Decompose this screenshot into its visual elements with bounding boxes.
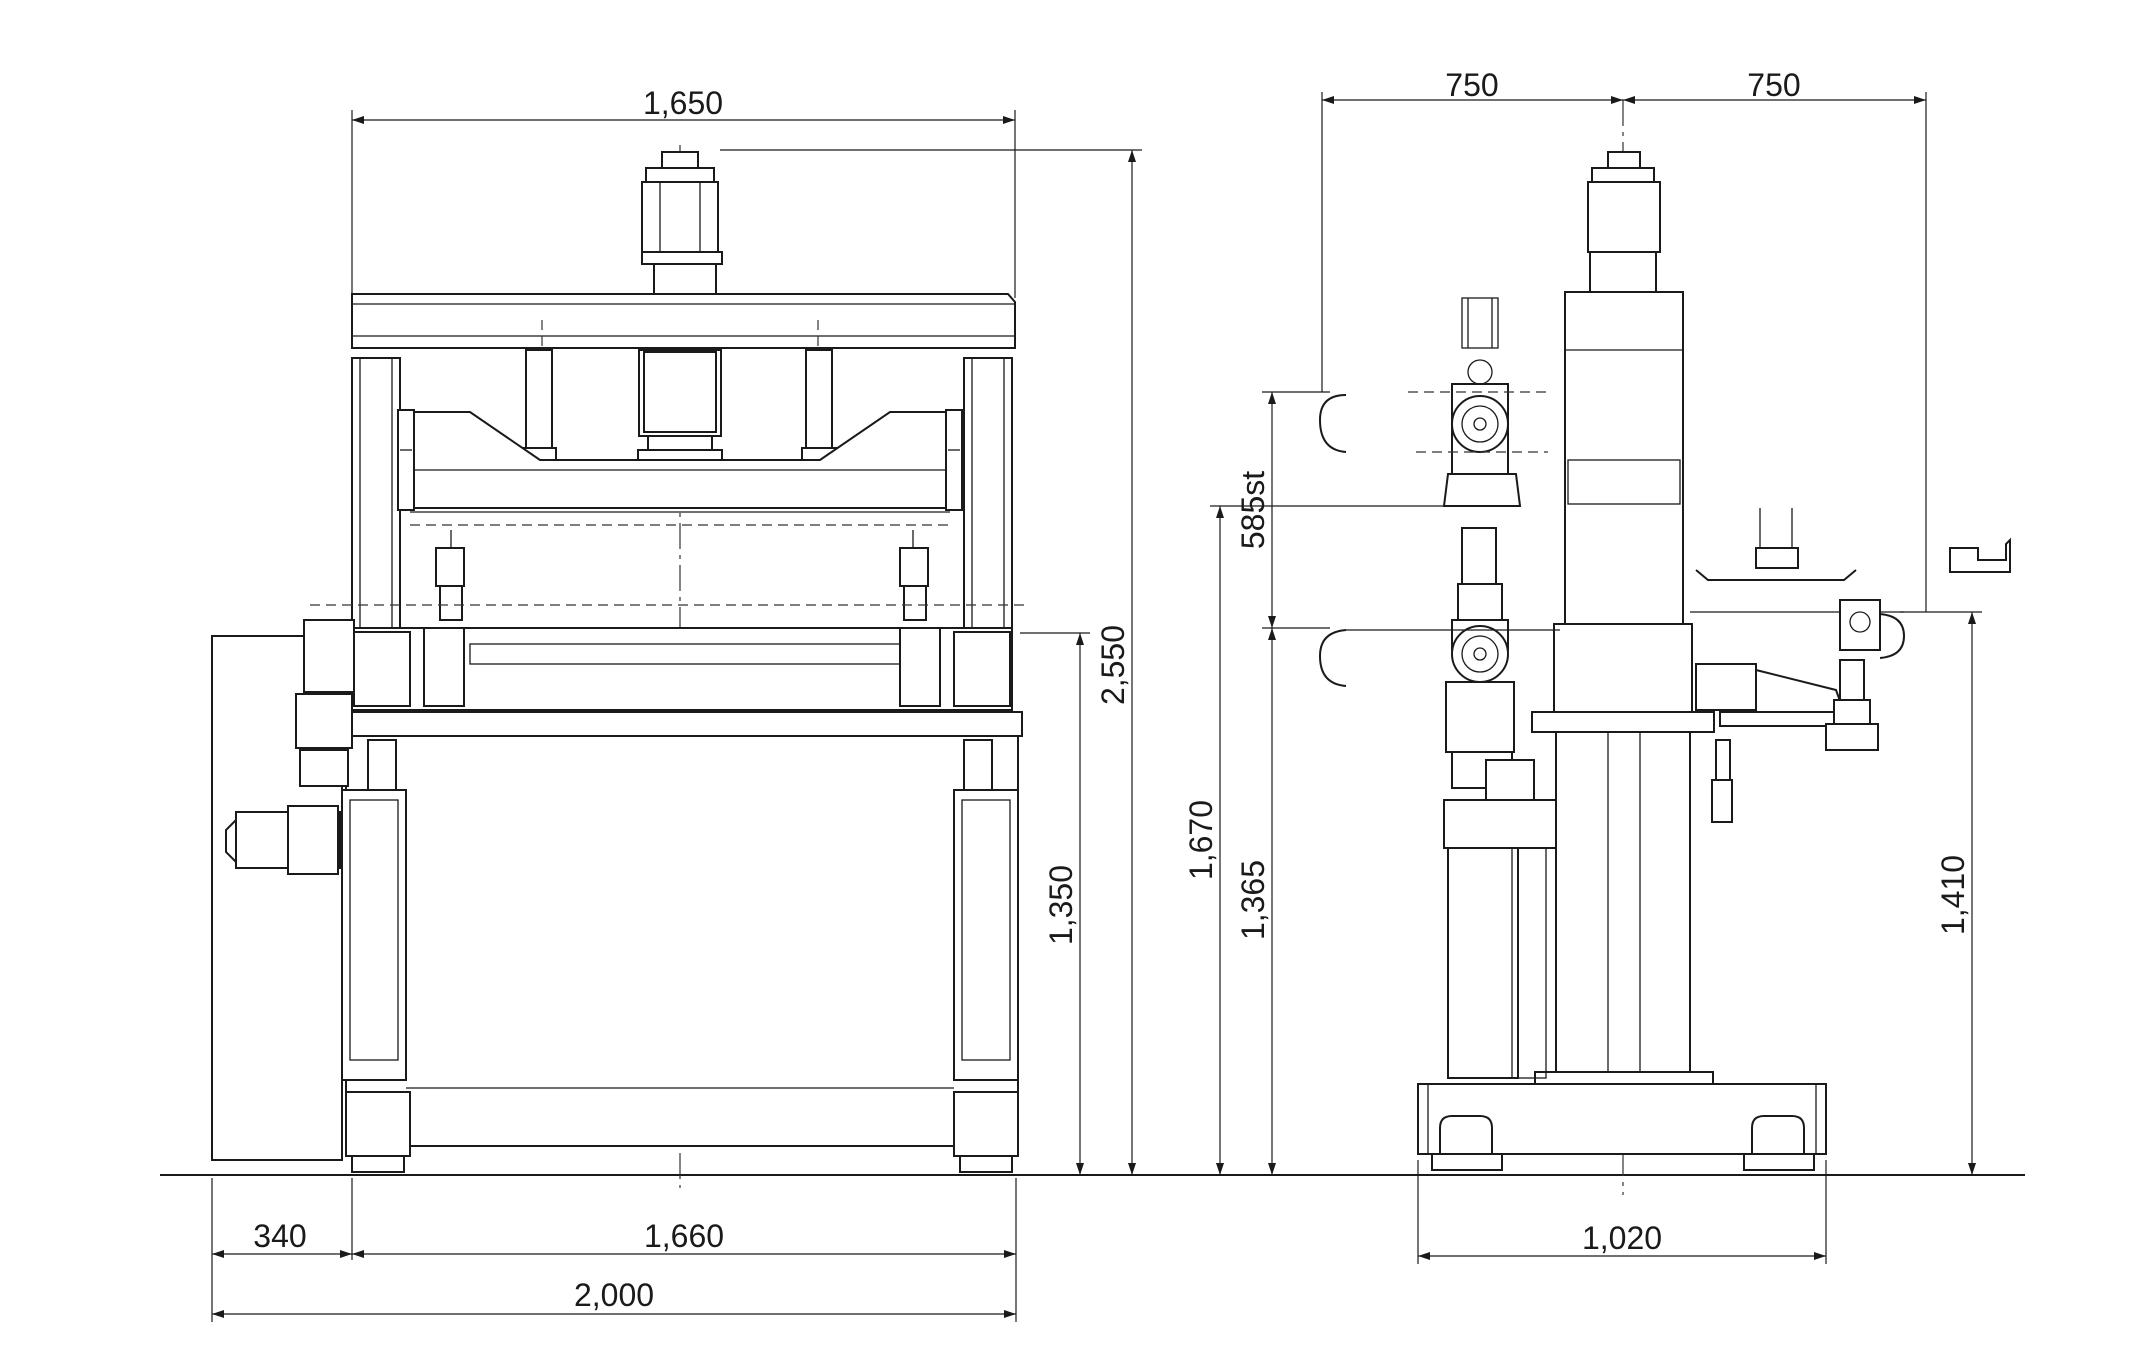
dim-side-stroke: 585st (1235, 471, 1271, 549)
dim-front-top-width: 1,650 (643, 85, 723, 121)
dimension-lines (211, 92, 1982, 1322)
flag-symbol (1949, 537, 2011, 573)
front-slide-plate (401, 411, 959, 509)
dim-front-total-width: 2,000 (574, 1277, 654, 1313)
side-main-column (1564, 291, 1684, 633)
front-right-column (963, 357, 1013, 631)
front-side-cabinet (211, 635, 343, 1161)
dim-side-base-width: 1,020 (1582, 1220, 1662, 1256)
front-lower-frame (345, 735, 1019, 1147)
dim-front-frame-width: 1,660 (644, 1218, 724, 1254)
dim-side-left-half: 750 (1445, 67, 1498, 103)
side-view (1318, 100, 2011, 1195)
dim-side-lower-height: 1,365 (1235, 860, 1271, 940)
front-top-cylinder (641, 151, 723, 295)
front-left-column (351, 357, 401, 631)
front-table (339, 711, 1023, 737)
dim-front-side-offset: 340 (253, 1218, 306, 1254)
dim-front-table-height: 1,350 (1043, 865, 1079, 945)
dim-side-right-height: 1,410 (1935, 855, 1971, 935)
front-view (211, 145, 1030, 1188)
dim-side-upper-height: 1,670 (1183, 800, 1219, 880)
front-crown-beam (351, 293, 1016, 349)
dim-side-right-half: 750 (1747, 67, 1800, 103)
dim-front-overall-height: 2,550 (1095, 625, 1131, 705)
